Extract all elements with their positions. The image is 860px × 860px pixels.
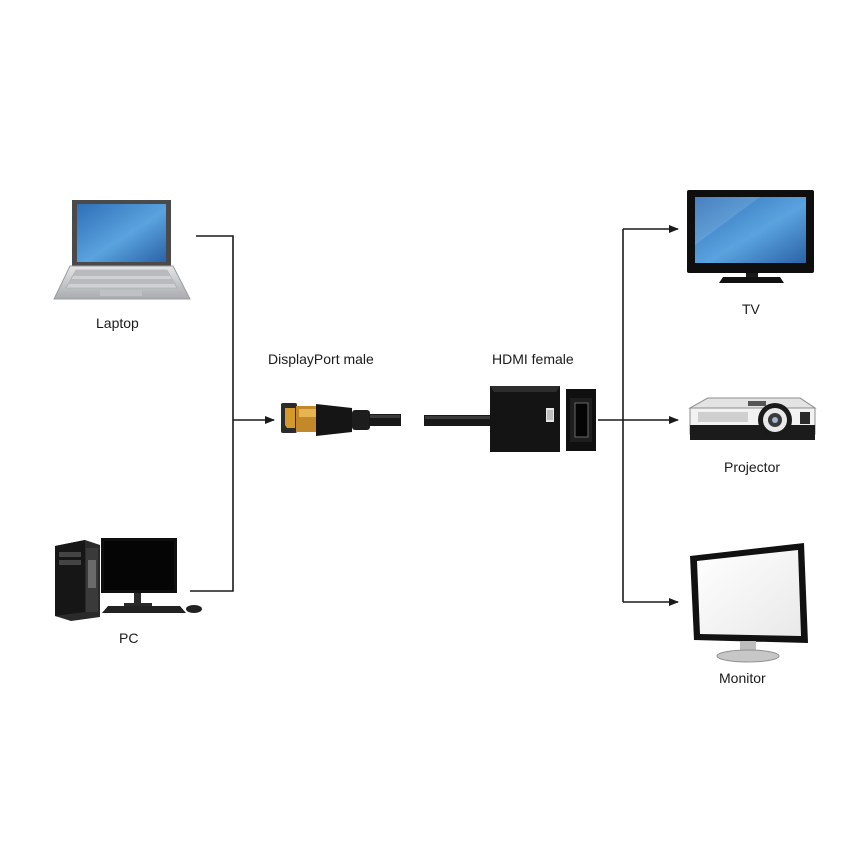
- displayport-plug-icon: [281, 403, 496, 436]
- monitor-label: Monitor: [719, 670, 766, 686]
- laptop-connector-line: [190, 235, 234, 592]
- source-connector-lines: [190, 235, 275, 592]
- monitor-icon: [690, 543, 808, 663]
- projector-icon: [688, 397, 817, 440]
- tv-icon: [687, 190, 814, 283]
- displayport-label: DisplayPort male: [268, 351, 374, 367]
- projector-label: Projector: [724, 459, 781, 475]
- pc-label: PC: [119, 630, 139, 646]
- output-connector-lines: [598, 225, 679, 606]
- laptop-label: Laptop: [96, 315, 139, 331]
- tv-label: TV: [742, 301, 760, 317]
- desktop-pc-icon: [55, 538, 202, 621]
- hdmi-adapter-box-icon: [490, 386, 596, 452]
- laptop-icon: [53, 200, 191, 300]
- hdmi-label: HDMI female: [492, 351, 574, 367]
